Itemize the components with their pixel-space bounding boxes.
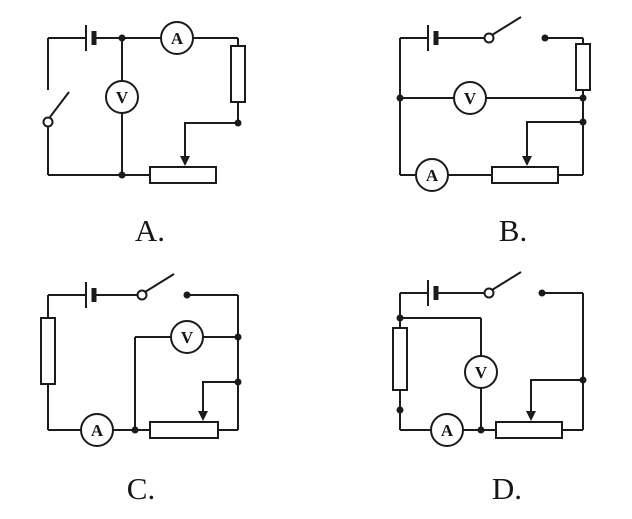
ammeter-letter: A — [171, 29, 184, 48]
junction-dot — [396, 94, 404, 102]
switch-contact-dot — [183, 291, 191, 299]
voltmeter-letter: V — [181, 328, 194, 347]
junction-dots — [396, 34, 587, 126]
voltmeter-icon: V — [453, 81, 487, 115]
junction-dot — [579, 118, 587, 126]
switch-pivot — [42, 116, 54, 128]
circuit-d: A V D. — [392, 271, 587, 506]
switch-contact-dot — [538, 289, 546, 297]
ammeter-letter: A — [91, 421, 104, 440]
ammeter-letter: A — [426, 166, 439, 185]
junction-dot — [234, 119, 242, 127]
battery-icon — [427, 280, 439, 306]
switch-icon — [483, 16, 522, 44]
battery-icon — [427, 25, 439, 51]
circuit-a-wires — [47, 37, 239, 176]
voltmeter-icon: V — [170, 320, 204, 354]
option-label-b: B. — [499, 213, 527, 248]
voltmeter-circle — [105, 80, 139, 114]
switch-icon — [483, 271, 522, 299]
voltmeter-circle — [453, 81, 487, 115]
voltmeter-letter: V — [475, 363, 488, 382]
voltmeter-letter: V — [464, 89, 477, 108]
option-label-c: C. — [127, 471, 155, 506]
switch-blade — [49, 91, 70, 118]
rheostat-icon — [491, 156, 559, 184]
junction-dot — [396, 314, 404, 322]
junction-dots — [131, 291, 242, 434]
ammeter-circle — [430, 413, 464, 447]
ammeter-circle — [415, 158, 449, 192]
fixed-resistor-icon — [230, 45, 246, 103]
junction-dot — [477, 426, 485, 434]
rheostat-icon — [149, 156, 217, 184]
ammeter-circle — [80, 413, 114, 447]
voltmeter-icon: V — [105, 80, 139, 114]
voltmeter-icon: V — [464, 355, 498, 389]
rheostat-arrowhead — [198, 411, 208, 421]
switch-pivot — [483, 287, 495, 299]
battery-icon — [85, 282, 97, 308]
junction-dots — [118, 34, 242, 179]
switch-pivot — [136, 289, 148, 301]
fixed-resistor-icon — [40, 317, 56, 385]
switch-blade — [144, 273, 175, 293]
voltmeter-circle — [464, 355, 498, 389]
junction-dot — [579, 376, 587, 384]
battery-icon — [85, 25, 97, 51]
circuit-c: A V C. — [40, 273, 242, 506]
ammeter-icon: A — [160, 21, 194, 55]
voltmeter-letter: V — [116, 88, 129, 107]
rheostat-body — [491, 166, 559, 184]
ammeter-icon: A — [80, 413, 114, 447]
option-label-d: D. — [492, 471, 522, 506]
ammeter-letter: A — [441, 421, 454, 440]
rheostat-arrowhead — [180, 156, 190, 166]
circuit-b-wires — [399, 37, 584, 176]
junction-dot — [118, 34, 126, 42]
rheostat-body — [149, 421, 219, 439]
junction-dot — [131, 426, 139, 434]
circuit-b: A V B. — [396, 16, 591, 248]
junction-dot — [234, 378, 242, 386]
option-label-a: A. — [135, 213, 165, 248]
circuit-c-wires — [47, 294, 239, 431]
ammeter-circle — [160, 21, 194, 55]
junction-dot — [234, 333, 242, 341]
switch-blade — [491, 271, 522, 291]
rheostat-icon — [149, 411, 219, 439]
circuit-a: A V A. — [42, 21, 246, 248]
rheostat-body — [495, 421, 563, 439]
rheostat-icon — [495, 411, 563, 439]
junction-dot — [396, 406, 404, 414]
switch-icon — [136, 273, 175, 301]
ammeter-icon: A — [415, 158, 449, 192]
switch-pivot — [483, 32, 495, 44]
switch-icon — [42, 91, 70, 128]
junction-dots — [396, 289, 587, 434]
fixed-resistor-icon — [392, 327, 408, 391]
rheostat-body — [149, 166, 217, 184]
switch-contact-dot — [541, 34, 549, 42]
switch-blade — [491, 16, 522, 36]
rheostat-arrowhead — [522, 156, 532, 166]
rheostat-arrowhead — [526, 411, 536, 421]
ammeter-icon: A — [430, 413, 464, 447]
junction-dot — [118, 171, 126, 179]
junction-dot — [579, 94, 587, 102]
voltmeter-circle — [170, 320, 204, 354]
fixed-resistor-icon — [575, 43, 591, 91]
